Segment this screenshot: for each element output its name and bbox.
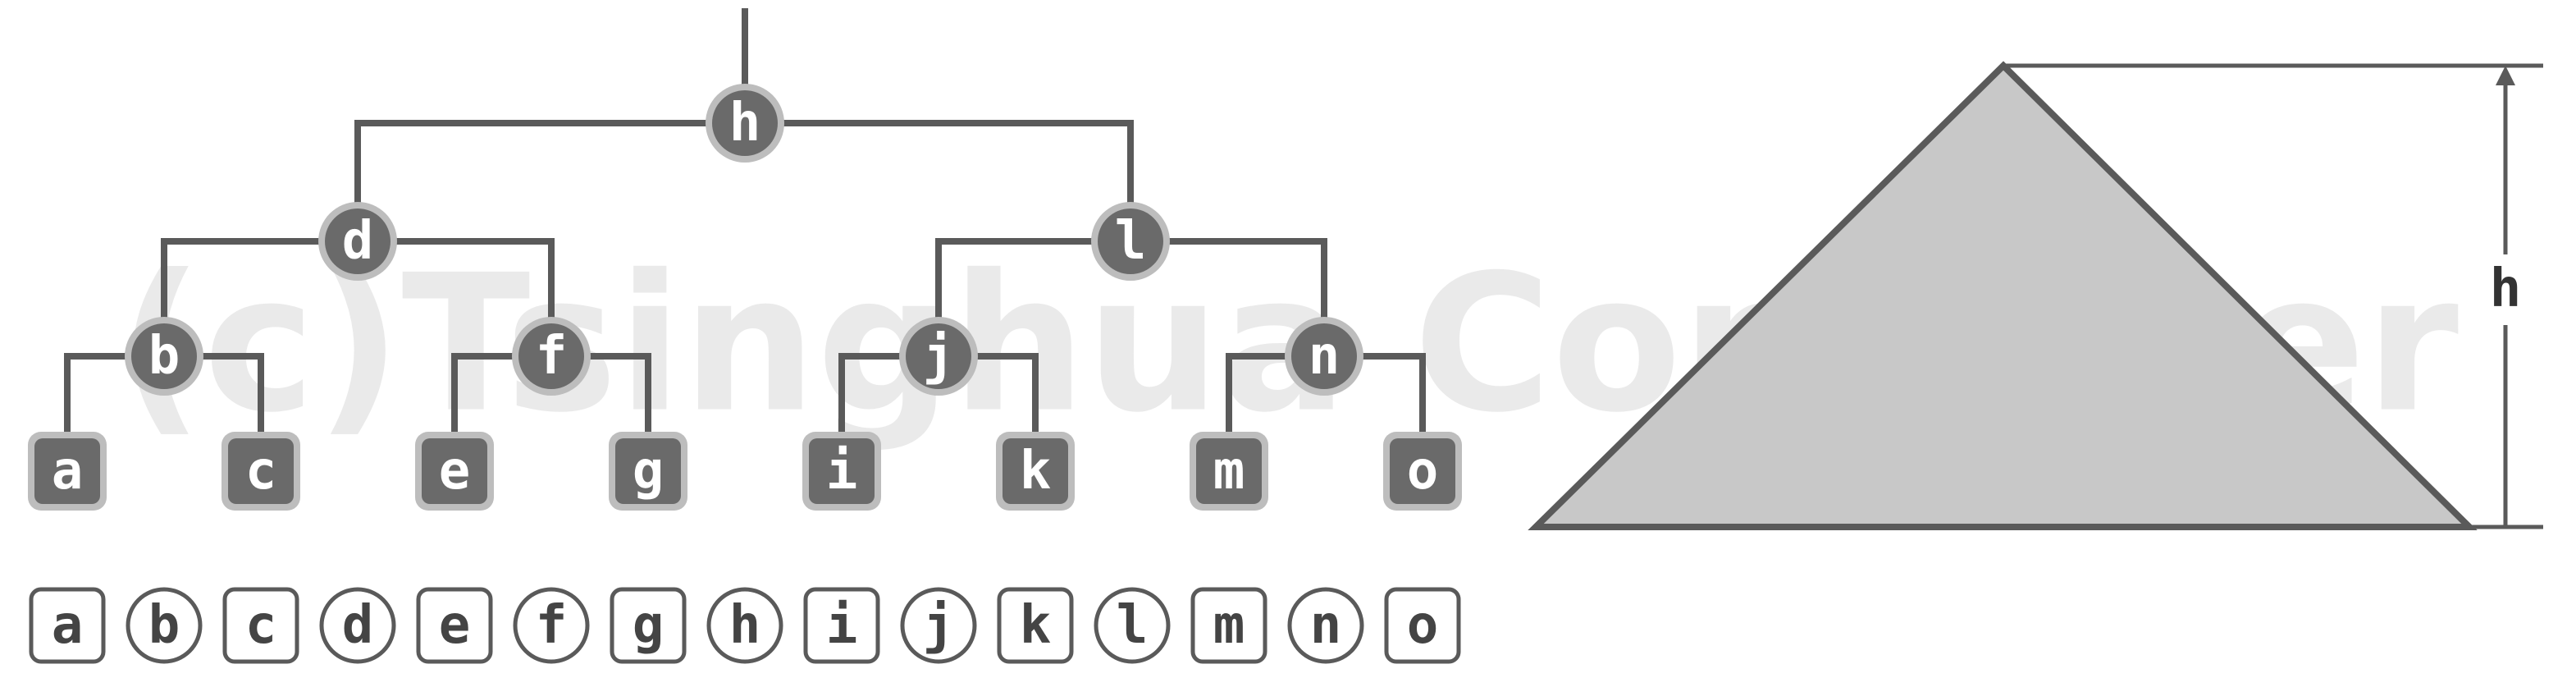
tree-node-j: j (899, 317, 978, 396)
tree-node-label: h (729, 93, 761, 153)
sequence-item-k: k (997, 587, 1074, 664)
tree-leaf-label: a (52, 441, 84, 502)
sequence-item-i: i (803, 587, 880, 664)
sequence-item-label: j (923, 595, 955, 656)
tree-leaf-g: g (609, 432, 687, 511)
tree-leaf-label: m (1213, 441, 1245, 502)
tree-leaf-label: o (1407, 441, 1439, 502)
tree-node-label: f (536, 326, 568, 387)
sequence-item-label: o (1407, 595, 1439, 656)
tree-node-l: l (1091, 202, 1170, 281)
tree-leaf-c: c (222, 432, 300, 511)
tree-leaf-label: g (633, 441, 665, 502)
sequence-item-label: k (1020, 595, 1052, 656)
sequence-item-label: a (52, 595, 84, 656)
tree-node-n: n (1285, 317, 1363, 396)
tree-node-b: b (125, 317, 203, 396)
sequence-item-label: e (439, 595, 471, 656)
tree-node-label: n (1309, 326, 1341, 387)
sequence-item-a: a (29, 587, 106, 664)
tree-leaf-label: k (1020, 441, 1052, 502)
sequence-item-n: n (1287, 587, 1364, 664)
edge-h-l (745, 120, 1134, 241)
sequence-row: a b c d e f g h i j k l m n o (29, 587, 1461, 664)
height-label: h (2490, 259, 2522, 319)
sequence-item-label: n (1310, 595, 1342, 656)
sequence-item-l: l (1094, 587, 1171, 664)
sequence-item-b: b (126, 587, 203, 664)
sequence-item-h: h (706, 587, 783, 664)
tree-leaf-m: m (1190, 432, 1268, 511)
triangle-figure: h (1528, 61, 2543, 530)
tree-leaf-i: i (802, 432, 881, 511)
sequence-item-o: o (1384, 587, 1461, 664)
sequence-item-f: f (513, 587, 590, 664)
tree-node-d: d (318, 202, 397, 281)
tree-leaf-e: e (415, 432, 494, 511)
tree-node-label: d (342, 211, 374, 272)
tree-node-label: b (148, 326, 180, 387)
tree-node-f: f (512, 317, 591, 396)
tree-nodes: h d l b f j n a c e g i k m o (28, 84, 1462, 511)
sequence-item-m: m (1190, 587, 1267, 664)
sequence-item-label: l (1117, 595, 1149, 656)
tree-leaf-label: e (439, 441, 471, 502)
tree-node-label: j (923, 326, 955, 387)
sequence-item-label: m (1213, 595, 1245, 656)
triangle-shape (1528, 61, 2478, 530)
sequence-item-c: c (222, 587, 299, 664)
tree-node-label: l (1115, 211, 1147, 272)
sequence-item-label: h (729, 595, 761, 656)
edge-h-d (354, 120, 745, 241)
sequence-item-g: g (610, 587, 687, 664)
tree-leaf-k: k (996, 432, 1075, 511)
sequence-item-label: b (148, 595, 180, 656)
sequence-item-label: d (342, 595, 374, 656)
sequence-item-label: i (826, 595, 858, 656)
sequence-item-d: d (319, 587, 396, 664)
tree-leaf-o: o (1383, 432, 1462, 511)
sequence-item-label: f (536, 595, 568, 656)
sequence-item-label: c (245, 595, 277, 656)
sequence-item-j: j (900, 587, 977, 664)
sequence-item-e: e (416, 587, 493, 664)
tree-node-h: h (706, 84, 784, 163)
tree-leaf-a: a (28, 432, 107, 511)
tree-leaf-label: i (826, 441, 858, 502)
sequence-item-label: g (633, 595, 665, 656)
tree-leaf-label: c (245, 441, 277, 502)
height-arrowhead (2496, 66, 2515, 85)
